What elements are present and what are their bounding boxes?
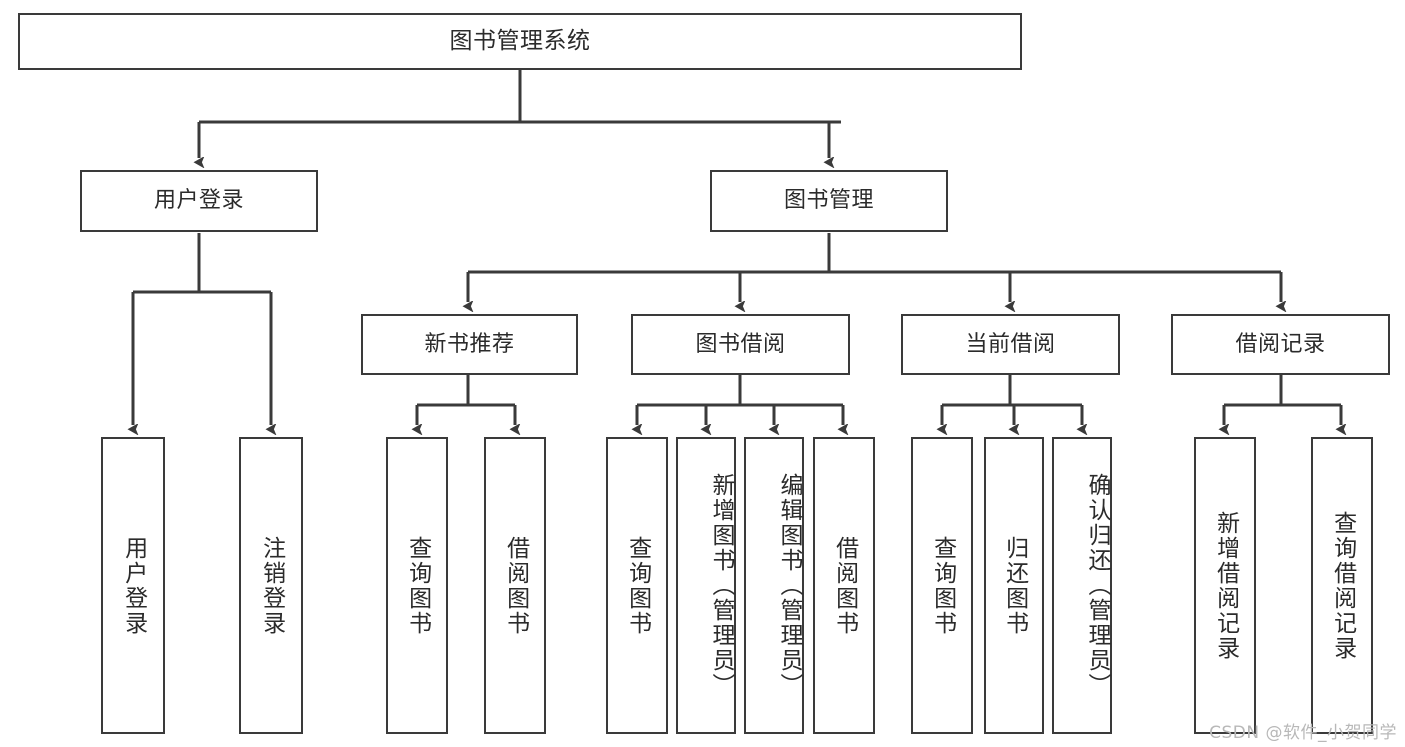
- node-label: 编辑图书（管理员）: [776, 473, 802, 698]
- node-label: 借阅图书: [831, 535, 858, 636]
- leaf-add-borrow-record[interactable]: 新增借阅记录: [1194, 437, 1256, 734]
- leaf-borrow-book-recommend[interactable]: 借阅图书: [484, 437, 546, 734]
- node-label: 图书借阅: [695, 331, 786, 357]
- node-current-borrow[interactable]: 当前借阅: [901, 314, 1120, 375]
- node-label: 新增借阅记录: [1212, 510, 1239, 661]
- leaf-confirm-return-admin[interactable]: 确认归还（管理员）: [1052, 437, 1112, 734]
- leaf-return-book[interactable]: 归还图书: [984, 437, 1044, 734]
- node-user-login[interactable]: 用户登录: [80, 170, 318, 232]
- node-label: 图书管理: [783, 188, 874, 214]
- leaf-query-book-recommend[interactable]: 查询图书: [386, 437, 448, 734]
- node-label: 查询借阅记录: [1329, 510, 1356, 661]
- leaf-edit-book-admin[interactable]: 编辑图书（管理员）: [744, 437, 804, 734]
- node-label: 查询图书: [929, 535, 956, 636]
- node-label: 借阅图书: [502, 535, 529, 636]
- leaf-add-book-admin[interactable]: 新增图书（管理员）: [676, 437, 736, 734]
- leaf-borrow-book[interactable]: 借阅图书: [813, 437, 875, 734]
- node-label: 新增图书（管理员）: [708, 473, 734, 698]
- node-root-book-management-system[interactable]: 图书管理系统: [18, 13, 1022, 70]
- leaf-query-book-current[interactable]: 查询图书: [911, 437, 973, 734]
- node-label: 当前借阅: [965, 331, 1056, 357]
- node-new-book-recommend[interactable]: 新书推荐: [361, 314, 578, 375]
- node-label: 确认归还（管理员）: [1084, 473, 1110, 698]
- node-label: 查询图书: [404, 535, 431, 636]
- node-book-management[interactable]: 图书管理: [710, 170, 948, 232]
- node-label: 借阅记录: [1235, 331, 1326, 357]
- watermark-credit: CSDN @软件_小贺同学: [1209, 723, 1397, 743]
- leaf-query-borrow-record[interactable]: 查询借阅记录: [1311, 437, 1373, 734]
- leaf-logout-login[interactable]: 注销登录: [239, 437, 303, 734]
- leaf-user-login[interactable]: 用户登录: [101, 437, 165, 734]
- node-label: 归还图书: [1001, 535, 1028, 636]
- node-label: 用户登录: [120, 535, 147, 636]
- leaf-query-book-borrow[interactable]: 查询图书: [606, 437, 668, 734]
- node-label: 图书管理系统: [449, 27, 591, 54]
- node-book-borrow[interactable]: 图书借阅: [631, 314, 850, 375]
- node-label: 用户登录: [153, 188, 244, 214]
- node-label: 新书推荐: [424, 331, 515, 357]
- node-borrow-record[interactable]: 借阅记录: [1171, 314, 1390, 375]
- node-label: 注销登录: [258, 535, 285, 636]
- node-label: 查询图书: [624, 535, 651, 636]
